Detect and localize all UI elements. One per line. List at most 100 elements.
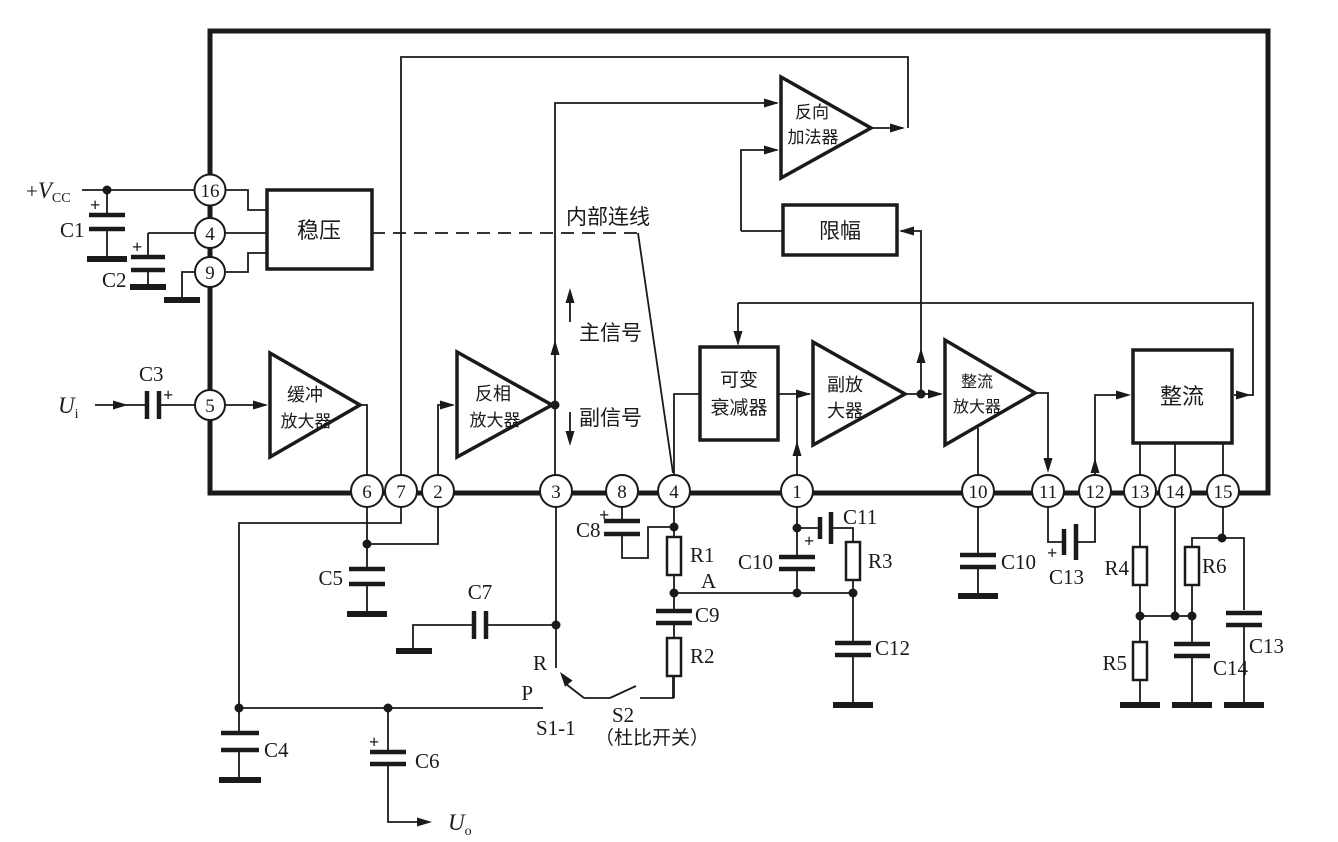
sub-signal-label: 副信号 bbox=[579, 407, 642, 430]
pin-14: 14 bbox=[1158, 474, 1192, 508]
wire-pin15-c13 bbox=[1222, 507, 1245, 702]
arrow-to-pin11 bbox=[1043, 458, 1053, 473]
wire-pin2-down bbox=[367, 507, 439, 545]
passive-components bbox=[87, 212, 1264, 783]
limiter-label: 限幅 bbox=[819, 220, 861, 243]
resistor-r5 bbox=[1131, 640, 1149, 682]
wire-subamp-limiter bbox=[901, 230, 922, 392]
arrow-pin12-up bbox=[1090, 458, 1100, 473]
wire-s1-lever bbox=[565, 683, 585, 699]
label-c2: C2 bbox=[102, 268, 127, 292]
wire-pin7-c4 bbox=[238, 507, 402, 777]
inverter-amp-label-2: 放大器 bbox=[470, 411, 521, 430]
arrow-rectifier-output bbox=[1236, 390, 1251, 400]
arrow-adder-output bbox=[890, 123, 905, 133]
resistor-r1 bbox=[665, 535, 683, 577]
output-label: Uo bbox=[448, 810, 472, 839]
sub-amp-triangle bbox=[811, 339, 909, 448]
buffer-amp-triangle bbox=[268, 349, 364, 461]
arrow-into-limiter bbox=[899, 226, 914, 236]
label-r1: R1 bbox=[690, 543, 715, 567]
pin-4-bottom-label: 4 bbox=[669, 482, 679, 503]
pin-16: 16 bbox=[193, 173, 227, 207]
switch-s1-label: S1-1 bbox=[536, 716, 576, 740]
capacitor-c3 bbox=[144, 391, 162, 419]
pin-4-left-label: 4 bbox=[205, 224, 215, 245]
wire-internal-diagonal bbox=[637, 232, 674, 474]
pin-9-label: 9 bbox=[205, 263, 215, 284]
arrow-annotation-down bbox=[565, 431, 575, 446]
arrow-main-signal-up bbox=[550, 340, 560, 355]
pin-14-label: 14 bbox=[1166, 482, 1186, 503]
plus-c1: + bbox=[90, 195, 100, 215]
pin-6: 6 bbox=[350, 474, 384, 508]
capacitor-c14 bbox=[1174, 641, 1210, 659]
label-c10-right: C10 bbox=[1001, 550, 1036, 574]
sub-amp-label-1: 副放 bbox=[827, 375, 863, 395]
rectifier-amp-label-1: 整流 bbox=[961, 373, 993, 391]
pin-16-label: 16 bbox=[201, 181, 220, 202]
inverting-adder-label-2: 加法器 bbox=[788, 128, 839, 147]
regulator-block bbox=[265, 188, 374, 271]
wire-rectifier-pins bbox=[1139, 443, 1224, 475]
label-r3: R3 bbox=[868, 549, 893, 573]
label-r2: R2 bbox=[690, 644, 715, 668]
vcc-sub: CC bbox=[52, 191, 71, 206]
pin-7: 7 bbox=[384, 474, 418, 508]
wire-pin9-regulator bbox=[226, 252, 267, 273]
arrow-into-rectifier bbox=[1116, 390, 1131, 400]
pin-2: 2 bbox=[421, 474, 455, 508]
wire-feedback-pin7 bbox=[400, 56, 909, 475]
capacitor-c2 bbox=[131, 254, 165, 273]
pin-8: 8 bbox=[605, 474, 639, 508]
main-signal-label: 主信号 bbox=[579, 322, 642, 345]
vcc-plus: + bbox=[26, 179, 38, 203]
pin-1-label: 1 bbox=[792, 482, 802, 503]
arrow-output bbox=[417, 817, 432, 827]
capacitor-c9 bbox=[656, 608, 692, 626]
label-r6: R6 bbox=[1202, 554, 1227, 578]
contact-r-label: R bbox=[533, 651, 547, 675]
capacitor-c10-left bbox=[779, 554, 815, 572]
capacitor-c11 bbox=[817, 512, 834, 544]
vcc-label: +VCC bbox=[26, 178, 71, 206]
resistor-r3 bbox=[844, 540, 862, 582]
label-c9: C9 bbox=[695, 603, 720, 627]
ui-sub: i bbox=[75, 407, 79, 422]
pin-4-left: 4 bbox=[194, 217, 226, 249]
pin-2-label: 2 bbox=[433, 482, 443, 503]
pin-12: 12 bbox=[1078, 474, 1112, 508]
reference-designators: C1 C2 C3 C5 C4 C7 C6 C8 R1 C9 R2 C10 C11… bbox=[60, 218, 1284, 773]
rectifier-amp-label-2: 放大器 bbox=[953, 398, 1001, 416]
capacitor-c13-right bbox=[1226, 610, 1262, 628]
plus-c6: + bbox=[369, 732, 379, 752]
inverting-adder-triangle bbox=[779, 73, 875, 181]
wire-c7 bbox=[412, 624, 556, 648]
switch-s2-label: S2 bbox=[612, 703, 634, 727]
label-c10-left: C10 bbox=[738, 550, 773, 574]
pin-6-label: 6 bbox=[362, 482, 372, 503]
pin-12-label: 12 bbox=[1086, 482, 1105, 503]
label-c8: C8 bbox=[576, 518, 601, 542]
uo-sub: o bbox=[465, 824, 472, 839]
wire-pin2-inverter bbox=[437, 404, 453, 475]
ui-u: U bbox=[58, 393, 76, 418]
capacitor-c5 bbox=[349, 566, 385, 587]
arrow-adder-lower-input bbox=[764, 145, 779, 155]
wire-c8 bbox=[621, 507, 674, 559]
wire-buffer-pin6 bbox=[360, 404, 368, 475]
wire-rectamp-pin11 bbox=[1035, 392, 1049, 470]
input-label: Ui bbox=[58, 393, 79, 422]
arrowheads bbox=[113, 98, 1251, 827]
arrow-annotation-up bbox=[565, 288, 575, 303]
label-c14: C14 bbox=[1213, 656, 1249, 680]
inverter-amp-triangle bbox=[455, 349, 556, 460]
vcc-v: V bbox=[38, 178, 55, 203]
pin-5: 4 5 bbox=[194, 389, 226, 421]
labels: +VCC Ui Uo + + + + + + + C1 C2 C3 C5 C4 … bbox=[26, 178, 1284, 839]
pin-1: 1 bbox=[780, 474, 814, 508]
capacitor-c8 bbox=[604, 518, 640, 537]
pin-4-bottom: 4 bbox=[657, 474, 691, 508]
capacitor-c12 bbox=[835, 640, 871, 658]
